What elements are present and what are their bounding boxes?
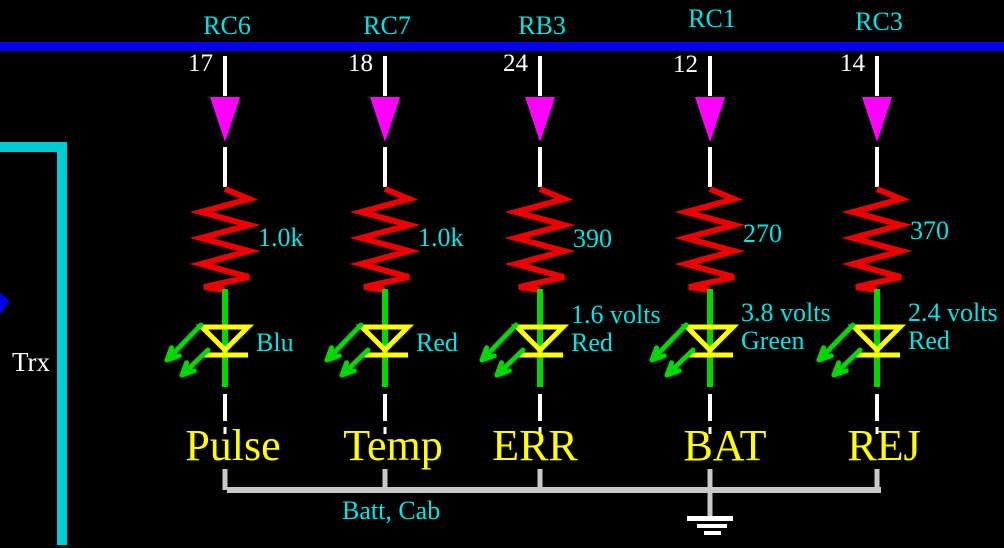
resistor-value-label: 390 [573, 224, 612, 253]
pin-number-label: 18 [348, 50, 373, 77]
pin-number-label: 24 [503, 50, 528, 77]
led-color-label: Blu [256, 328, 294, 357]
trx-label: Trx [12, 347, 51, 377]
led-voltage-label: 3.8 volts [741, 298, 831, 327]
ground-bus-wire [227, 487, 881, 493]
resistor-value-label: 270 [743, 219, 782, 248]
led-color-label: Red [416, 328, 458, 357]
pin-number-label: 12 [673, 51, 698, 78]
led-color-label: Green [741, 326, 805, 355]
pin-name-label: RC1 [688, 4, 736, 33]
led-color-label: Red [908, 326, 950, 355]
ground-drop-wire [707, 490, 713, 517]
resistor-value-label: 1.0k [258, 223, 304, 252]
pin-name-label: RC6 [203, 11, 251, 40]
pin-name-label: RB3 [518, 11, 566, 40]
pin-name-label: RC7 [363, 11, 411, 40]
ground-net-label: Batt, Cab [342, 496, 441, 525]
pin-name-label: RC3 [855, 7, 903, 36]
signal-name-label: Pulse [185, 421, 281, 470]
signal-name-label: BAT [683, 421, 767, 470]
top-bus-wire [0, 42, 1004, 51]
pin-number-label: 14 [840, 50, 865, 77]
left-trace-vertical [57, 142, 67, 545]
led-voltage-label: 1.6 volts [571, 300, 661, 329]
signal-name-label: ERR [492, 421, 578, 470]
pin-number-label: 17 [188, 50, 213, 77]
led-color-label: Red [571, 328, 613, 357]
blue-arrow-fragment-icon [0, 292, 9, 314]
signal-name-label: REJ [847, 421, 921, 470]
signal-name-label: Temp [343, 421, 443, 470]
led-voltage-label: 2.4 volts [908, 298, 998, 327]
ground-symbol [687, 516, 733, 535]
resistor-value-label: 1.0k [418, 223, 464, 252]
resistor-value-label: 370 [910, 216, 949, 245]
left-trace-horizontal [0, 142, 67, 152]
